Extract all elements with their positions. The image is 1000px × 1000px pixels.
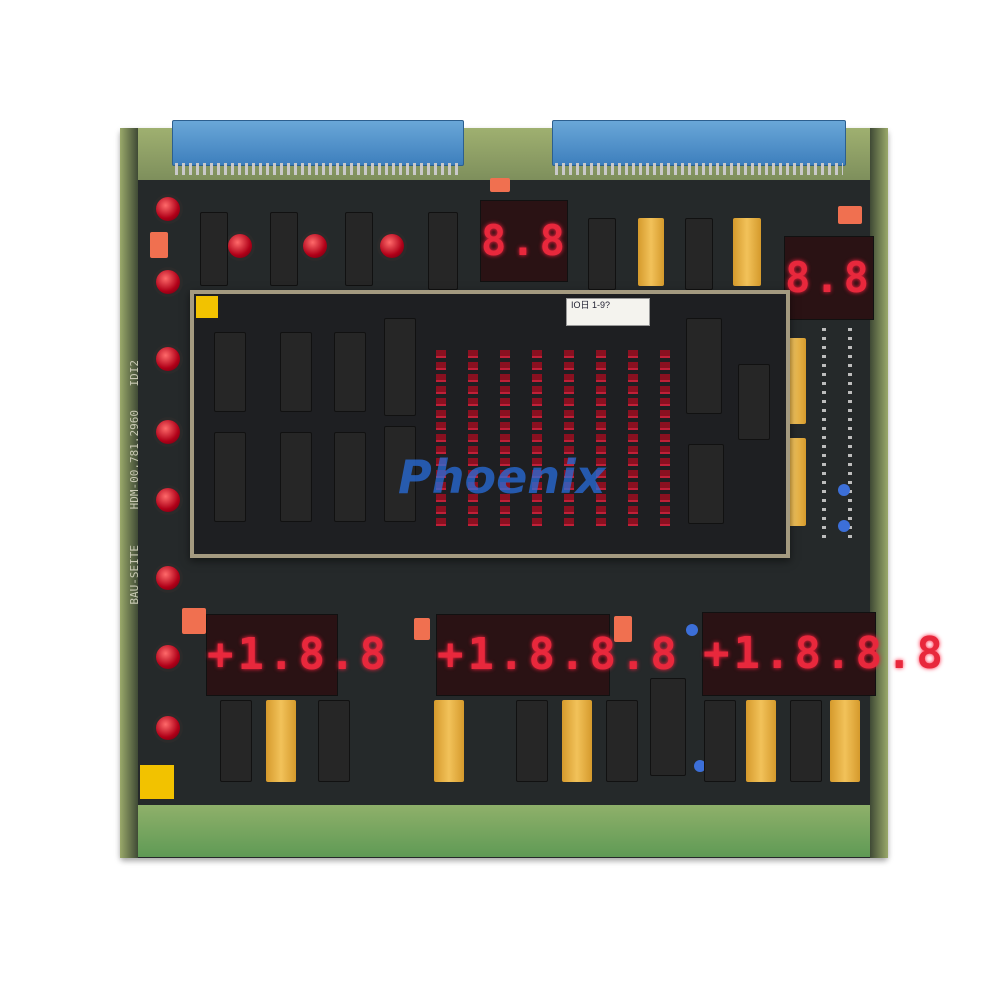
led-indicator bbox=[380, 234, 404, 258]
ic-chip bbox=[650, 678, 686, 776]
connector-pins-left bbox=[175, 163, 461, 175]
led-indicator bbox=[156, 488, 180, 512]
ic-chip bbox=[334, 432, 366, 522]
led-indicator bbox=[228, 234, 252, 258]
resistor-network bbox=[562, 700, 592, 782]
capacitor bbox=[838, 206, 862, 224]
ic-chip bbox=[270, 212, 298, 286]
seven-segment-display-top-left: 8.8 bbox=[480, 200, 568, 282]
silkscreen-side-label: BAU-SEITE bbox=[128, 545, 141, 605]
ic-chip bbox=[516, 700, 548, 782]
seven-segment-display-bottom-middle: +1.8.8.8 bbox=[436, 614, 677, 696]
esd-warning-icon bbox=[196, 296, 218, 318]
led-indicator bbox=[156, 347, 180, 371]
led-indicator bbox=[156, 420, 180, 444]
led-matrix-column bbox=[660, 350, 670, 528]
resistor-network bbox=[434, 700, 464, 782]
ic-chip bbox=[345, 212, 373, 286]
capacitor bbox=[686, 624, 698, 636]
ic-chip bbox=[214, 432, 246, 522]
ic-chip bbox=[588, 218, 616, 290]
edge-connector-left bbox=[172, 120, 464, 166]
led-matrix-column bbox=[468, 350, 478, 528]
edge-connector-right bbox=[552, 120, 846, 166]
resistor-network bbox=[746, 700, 776, 782]
led-indicator bbox=[156, 197, 180, 221]
led-indicator bbox=[156, 566, 180, 590]
ic-chip bbox=[738, 364, 770, 440]
silkscreen-code: IDI2 bbox=[128, 360, 141, 387]
ic-chip bbox=[280, 332, 312, 412]
ic-chip bbox=[685, 218, 713, 290]
ic-chip bbox=[200, 212, 228, 286]
header-pins bbox=[848, 328, 852, 538]
resistor-network bbox=[733, 218, 761, 286]
board-edge-bottom bbox=[120, 805, 888, 857]
ic-chip bbox=[318, 700, 350, 782]
seven-segment-display-bottom-right: +1.8.8.8 bbox=[702, 612, 943, 696]
connector-pins-right bbox=[555, 163, 843, 175]
ic-chip bbox=[606, 700, 638, 782]
led-matrix-column bbox=[596, 350, 606, 528]
resistor-network bbox=[638, 218, 664, 286]
ic-chip bbox=[280, 432, 312, 522]
ic-chip bbox=[686, 318, 722, 414]
led-matrix-column bbox=[532, 350, 542, 528]
ic-chip bbox=[384, 426, 416, 522]
board-edge-left bbox=[120, 128, 138, 858]
capacitor bbox=[414, 618, 430, 640]
ic-chip bbox=[704, 700, 736, 782]
esd-warning-icon bbox=[140, 765, 174, 799]
handwritten-note-label: IO日 1-9? bbox=[566, 298, 650, 326]
header-pins bbox=[822, 328, 826, 538]
silkscreen-part-number: HDM-00.781.2960 bbox=[128, 410, 141, 510]
resistor-network bbox=[266, 700, 296, 782]
led-matrix-column bbox=[564, 350, 574, 528]
seven-segment-display-bottom-left: +1.8.8 bbox=[206, 614, 386, 696]
ic-chip bbox=[220, 700, 252, 782]
led-matrix-column bbox=[500, 350, 510, 528]
led-matrix-column bbox=[436, 350, 446, 528]
ic-chip bbox=[214, 332, 246, 412]
ic-chip bbox=[334, 332, 366, 412]
capacitor bbox=[838, 484, 850, 496]
ic-chip bbox=[790, 700, 822, 782]
resistor-network bbox=[830, 700, 860, 782]
ic-chip bbox=[428, 212, 458, 290]
led-indicator bbox=[303, 234, 327, 258]
watermark-logo: Phoenix bbox=[398, 450, 606, 504]
capacitor bbox=[614, 616, 632, 642]
seven-segment-display-top-right: 8.8 bbox=[784, 236, 874, 320]
ic-chip bbox=[384, 318, 416, 416]
led-indicator bbox=[156, 716, 180, 740]
capacitor bbox=[150, 232, 168, 258]
capacitor bbox=[694, 760, 706, 772]
capacitor bbox=[838, 520, 850, 532]
led-indicator bbox=[156, 270, 180, 294]
ic-chip bbox=[688, 444, 724, 524]
led-indicator bbox=[156, 645, 180, 669]
capacitor bbox=[490, 178, 510, 192]
led-matrix-column bbox=[628, 350, 638, 528]
capacitor bbox=[182, 608, 206, 634]
